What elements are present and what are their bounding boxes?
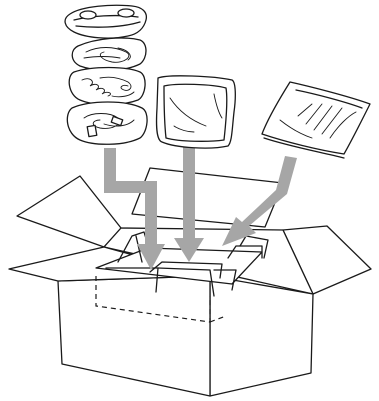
box-front — [58, 276, 210, 396]
handset-icon — [65, 5, 146, 38]
document-support-icon — [262, 82, 370, 158]
tray-icon — [157, 76, 236, 148]
handset-cord-icon — [72, 38, 146, 70]
box-right-side — [210, 276, 313, 396]
coiled-cord-icon — [69, 68, 145, 105]
power-cord-icon — [67, 102, 147, 144]
